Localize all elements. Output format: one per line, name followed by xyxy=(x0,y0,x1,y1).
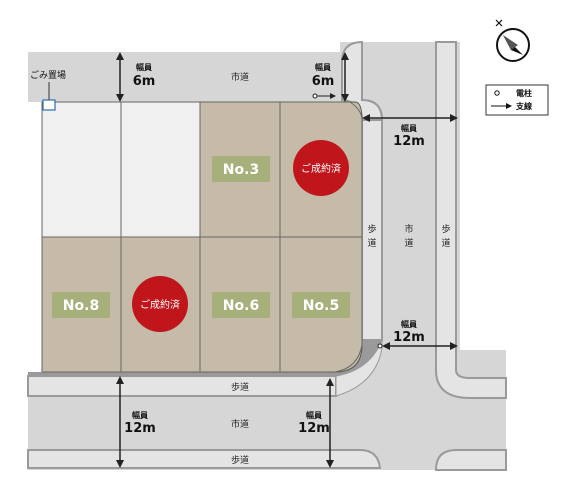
sold-badge-1-text: ご成約済 xyxy=(301,162,341,175)
right-sidewalk-left-label-1: 歩 xyxy=(367,223,376,235)
right-sidewalk-right xyxy=(435,41,507,399)
top-road-width: 6m xyxy=(133,74,156,89)
sold-badge-2 xyxy=(132,276,188,332)
lot-label-bg-no8 xyxy=(52,292,110,318)
top-road-label: 市道 xyxy=(231,71,249,83)
right-road-width: 12m xyxy=(393,134,425,149)
garbage-area-marker xyxy=(42,99,56,111)
lot-label-no6: No.6 xyxy=(223,298,259,314)
legend-box xyxy=(485,84,549,116)
bottom-road-width-label: 幅員 xyxy=(132,410,148,420)
bottom-right-road-width-label: 幅員 xyxy=(306,410,322,420)
right-sidewalk-left-label-2: 道 xyxy=(367,237,376,249)
bottom-sidewalk-bottom-label: 歩道 xyxy=(231,454,249,466)
bottom-road-label: 市道 xyxy=(231,418,249,430)
sold-badge-2-text: ご成約済 xyxy=(140,298,180,311)
right-road-label-2: 道 xyxy=(404,237,413,249)
utility-pole-1-icon xyxy=(312,93,318,99)
lot-label-no8: No.8 xyxy=(63,298,99,314)
right-sidewalk-right-label-2: 道 xyxy=(441,237,450,249)
top-right-road-extension xyxy=(340,42,460,62)
bottom-right-road-width: 12m xyxy=(298,421,330,436)
garbage-area-label: ごみ置場 xyxy=(30,69,66,81)
north-arrow-icon xyxy=(495,19,530,62)
legend-pole-icon xyxy=(494,90,500,96)
top-right-road-width: 6m xyxy=(312,74,335,89)
bottom-sidewalk-top xyxy=(27,375,337,397)
bottom-curb-upper xyxy=(28,340,382,375)
legend-wire-label: 支線 xyxy=(515,101,532,111)
sold-badge-1 xyxy=(293,140,349,196)
right-road-label-1: 市 xyxy=(404,223,413,235)
top-road-width-label: 幅員 xyxy=(136,62,152,72)
bottom-sidewalk-top-label: 歩道 xyxy=(231,381,249,393)
legend-wire-arrowhead xyxy=(506,103,512,109)
lot-label-bg-no6 xyxy=(212,292,270,318)
bottom-sidewalk-bottom xyxy=(27,449,382,469)
legend-pole-label: 電柱 xyxy=(516,88,532,98)
lot-top-2 xyxy=(120,101,201,238)
lot-top-1 xyxy=(41,101,122,238)
top-right-road-width-label: 幅員 xyxy=(315,62,331,72)
lot-label-no5: No.5 xyxy=(303,298,339,314)
lot-label-bg-no3 xyxy=(212,156,270,182)
support-wire-1-arrowhead xyxy=(330,93,336,99)
lot-label-no3: No.3 xyxy=(223,162,259,178)
right-lower-road-width: 12m xyxy=(393,330,425,345)
right-lower-road-arrowheads xyxy=(382,342,458,350)
right-sidewalk-right-label-1: 歩 xyxy=(441,223,450,235)
bottom-right-sidewalk xyxy=(434,449,507,471)
right-lower-road-width-label: 幅員 xyxy=(401,319,417,329)
right-road-width-label: 幅員 xyxy=(401,123,417,133)
lot-label-bg-no5 xyxy=(292,292,350,318)
bottom-right-corner-sidewalk xyxy=(335,339,383,397)
utility-pole-2-icon xyxy=(377,343,383,349)
bottom-road-width: 12m xyxy=(124,421,156,436)
